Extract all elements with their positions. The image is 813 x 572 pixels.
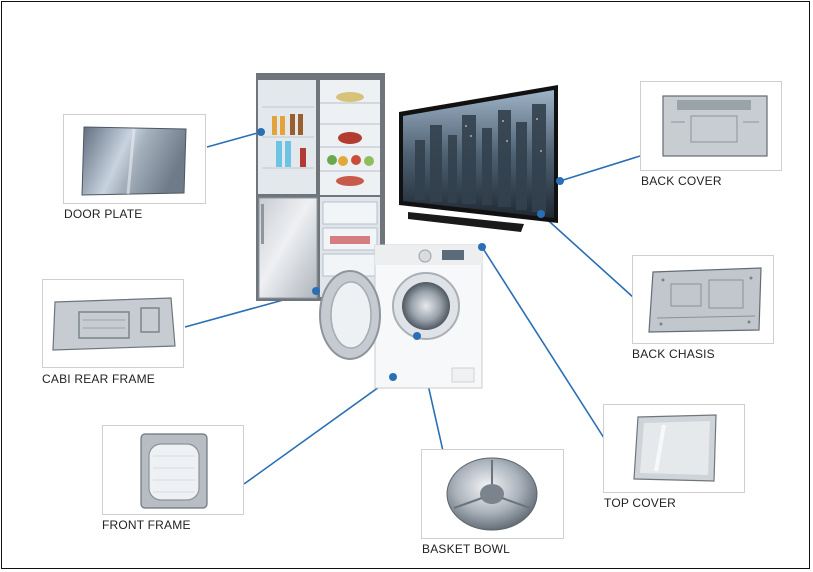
dot-top-cover	[478, 243, 486, 251]
dot-back-chasis	[537, 210, 545, 218]
refrigerator-icon	[256, 73, 385, 301]
back-cover-icon	[662, 95, 768, 157]
front-frame-icon	[140, 433, 208, 509]
connector-dots	[257, 128, 564, 381]
dot-door-plate	[257, 128, 265, 136]
door-plate-icon	[81, 126, 187, 196]
top-cover-icon	[633, 414, 717, 482]
connector-door-plate	[206, 131, 262, 148]
dot-cabi-rear-frame	[312, 287, 320, 295]
back-chasis-icon	[648, 267, 762, 333]
basket-bowl-label: BASKET BOWL	[422, 542, 511, 556]
front-frame-label: FRONT FRAME	[102, 518, 191, 532]
cabi-rear-frame-label: CABI REAR FRAME	[42, 372, 156, 386]
basket-bowl-icon	[446, 457, 538, 531]
connector-top-cover	[481, 246, 605, 439]
back-chasis-label: BACK CHASIS	[632, 347, 715, 361]
back-cover-thumbnail	[640, 81, 782, 171]
television-icon	[399, 85, 558, 232]
cabi-rear-frame-thumbnail	[42, 279, 184, 368]
rear-frame-icon	[52, 297, 176, 351]
basket-bowl-thumbnail	[421, 449, 564, 539]
connector-back-chasis	[540, 213, 635, 299]
door-plate-label: DOOR PLATE	[64, 207, 143, 221]
top-cover-thumbnail	[603, 404, 745, 493]
dot-front-frame	[389, 373, 397, 381]
back-cover-label: BACK COVER	[641, 174, 722, 188]
back-chasis-thumbnail	[632, 255, 774, 344]
dot-basket-bowl	[413, 332, 421, 340]
door-plate-thumbnail	[63, 114, 206, 204]
washing-machine-icon	[319, 244, 483, 389]
connector-front-frame	[243, 376, 394, 485]
top-cover-label: TOP COVER	[604, 496, 677, 510]
connector-back-cover	[559, 155, 641, 182]
dot-back-cover	[556, 177, 564, 185]
front-frame-thumbnail	[102, 425, 244, 515]
